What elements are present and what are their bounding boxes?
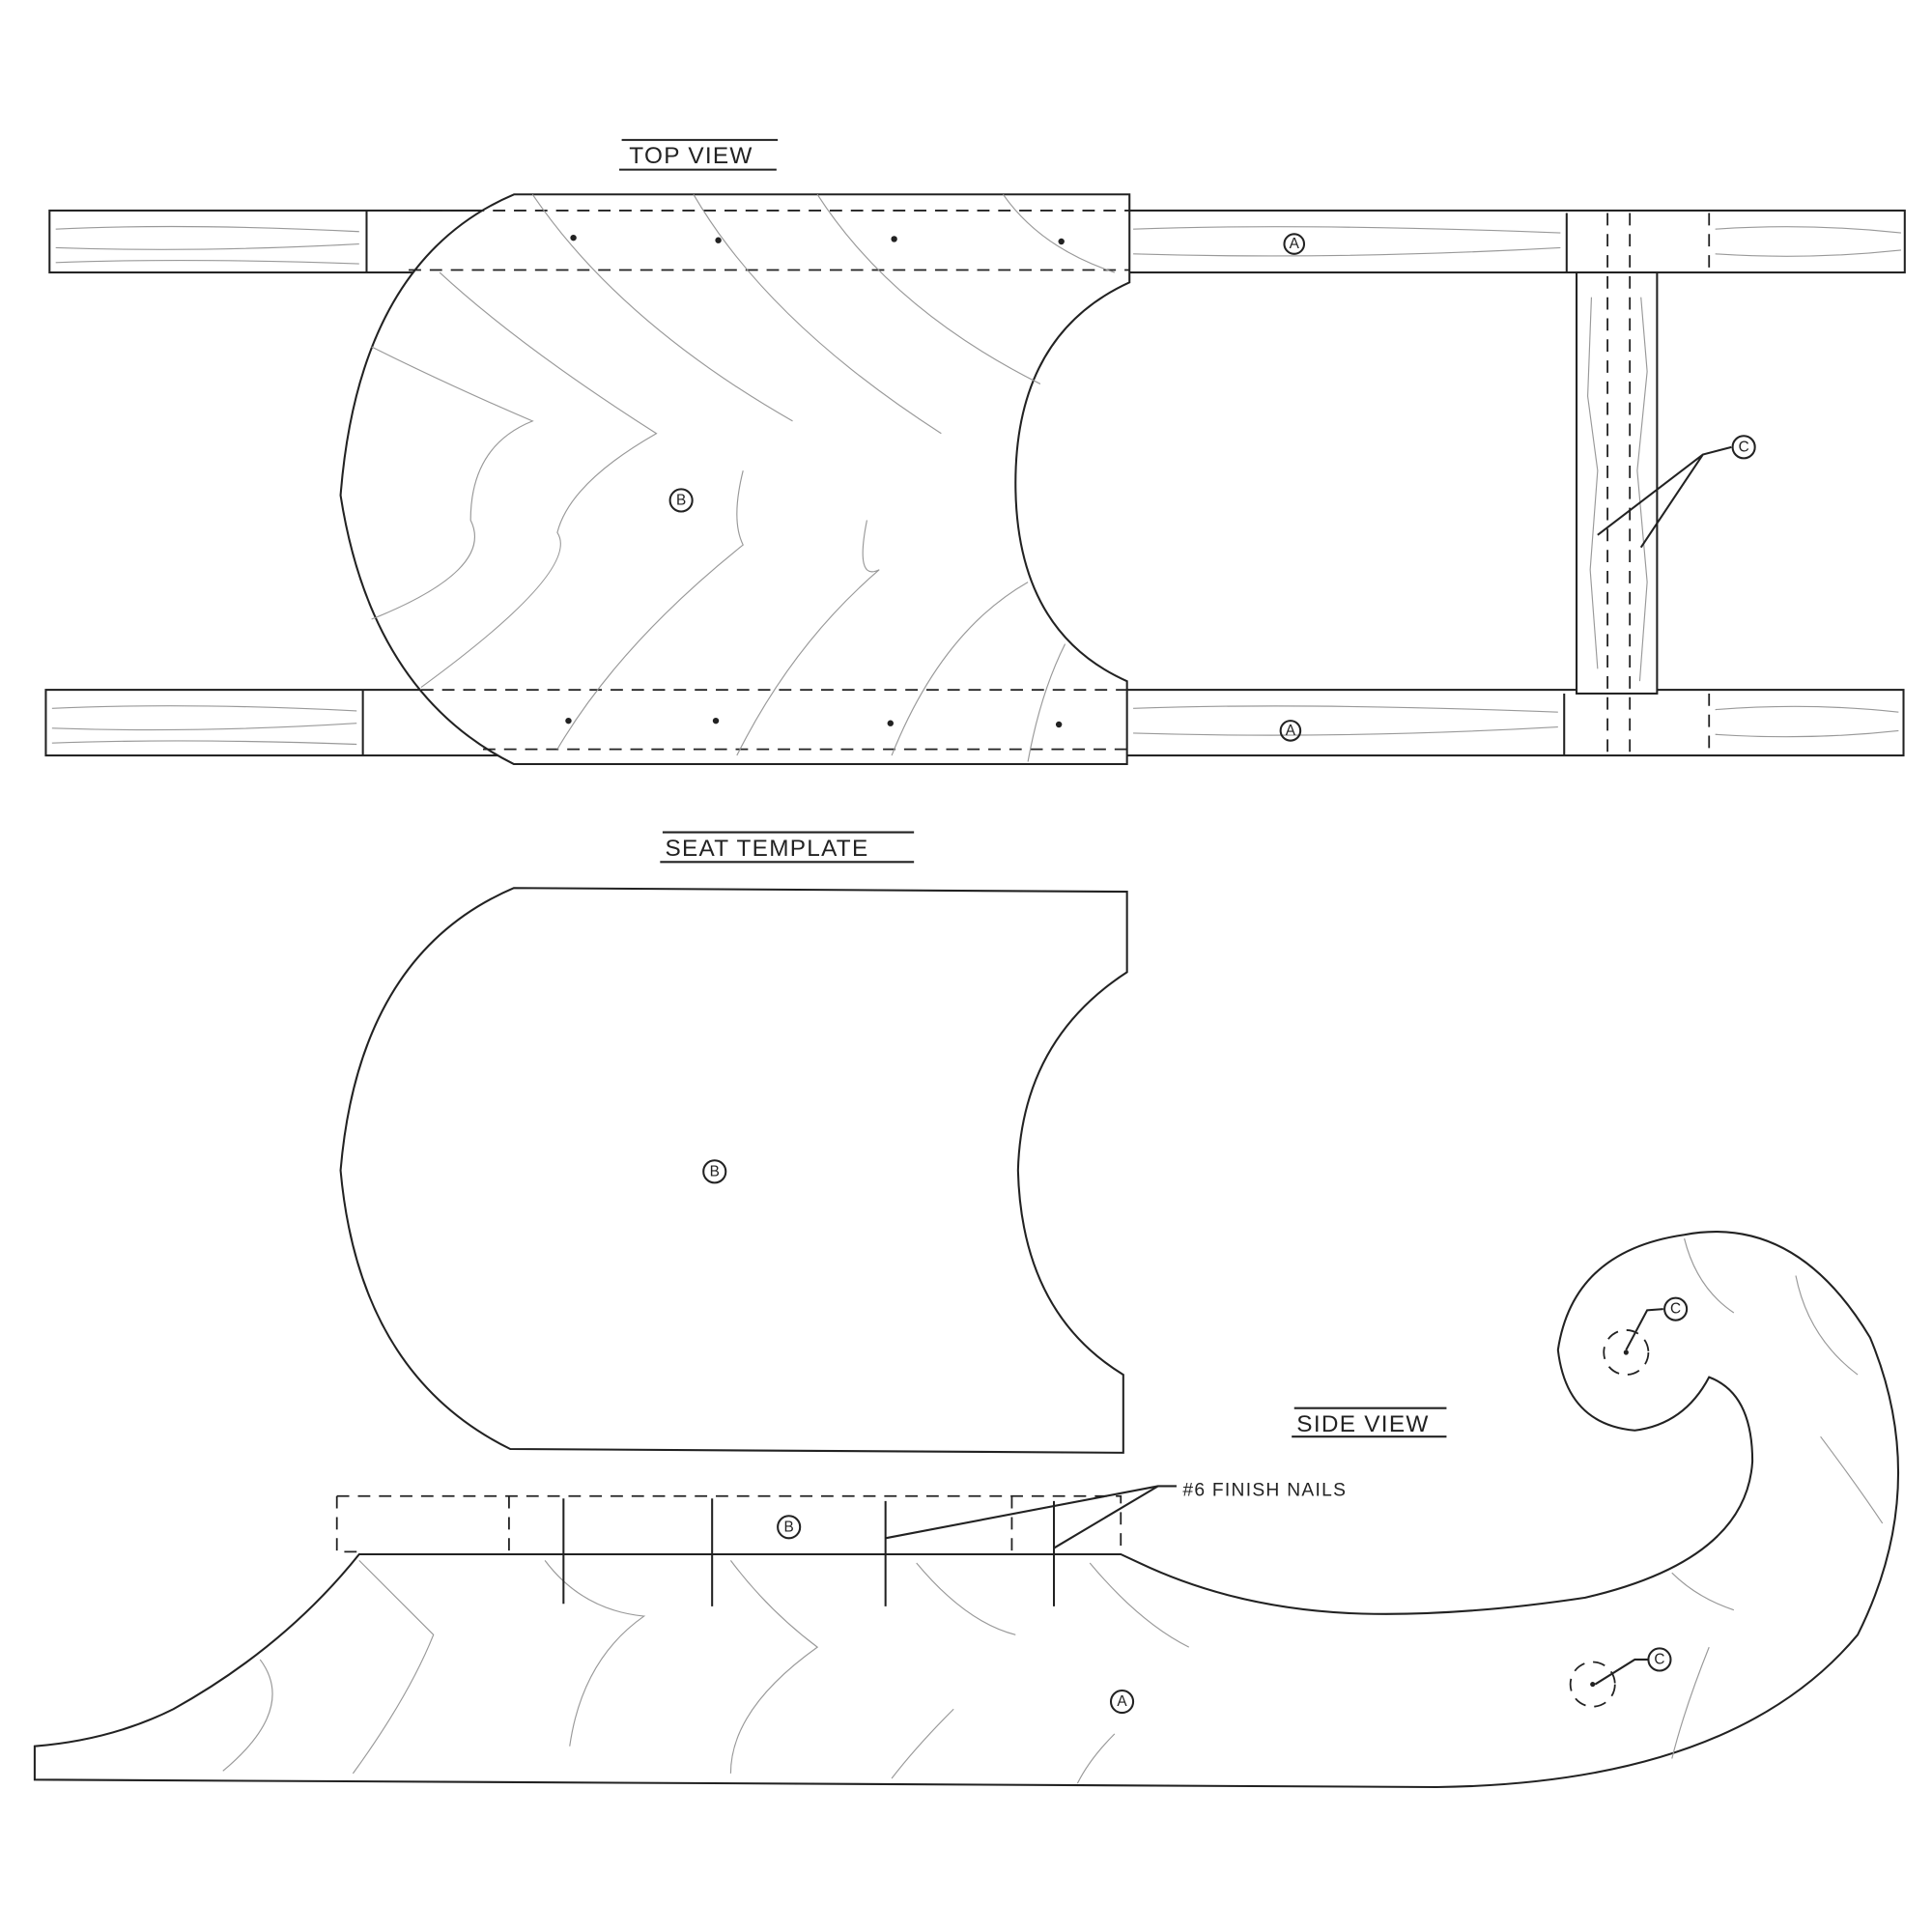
nails-note: #6 FINISH NAILS xyxy=(1182,1481,1347,1501)
seat-template: SEAT TEMPLATE B xyxy=(339,831,1128,1454)
svg-text:C: C xyxy=(1739,439,1749,455)
svg-text:A: A xyxy=(1286,723,1296,739)
svg-text:A: A xyxy=(1290,236,1300,252)
finish-nails: #6 FINISH NAILS xyxy=(562,1481,1347,1606)
top-view: TOP VIEW xyxy=(44,138,1906,766)
side-view: SIDE VIEW B #6 FINISH NAILS C C A xyxy=(33,1231,1900,1789)
side-view-title: SIDE VIEW xyxy=(1296,1411,1429,1437)
seat-template-title: SEAT TEMPLATE xyxy=(665,836,868,862)
svg-text:C: C xyxy=(1670,1301,1681,1318)
part-labels-top: A A B C xyxy=(668,233,1756,742)
top-view-title: TOP VIEW xyxy=(629,143,753,169)
svg-text:B: B xyxy=(784,1519,794,1535)
svg-text:B: B xyxy=(710,1163,720,1179)
svg-text:A: A xyxy=(1117,1693,1127,1710)
seat-top xyxy=(339,193,1131,766)
crossbar xyxy=(1576,213,1732,756)
svg-text:C: C xyxy=(1654,1651,1664,1667)
runner-side xyxy=(33,1231,1900,1789)
svg-text:B: B xyxy=(676,492,686,508)
